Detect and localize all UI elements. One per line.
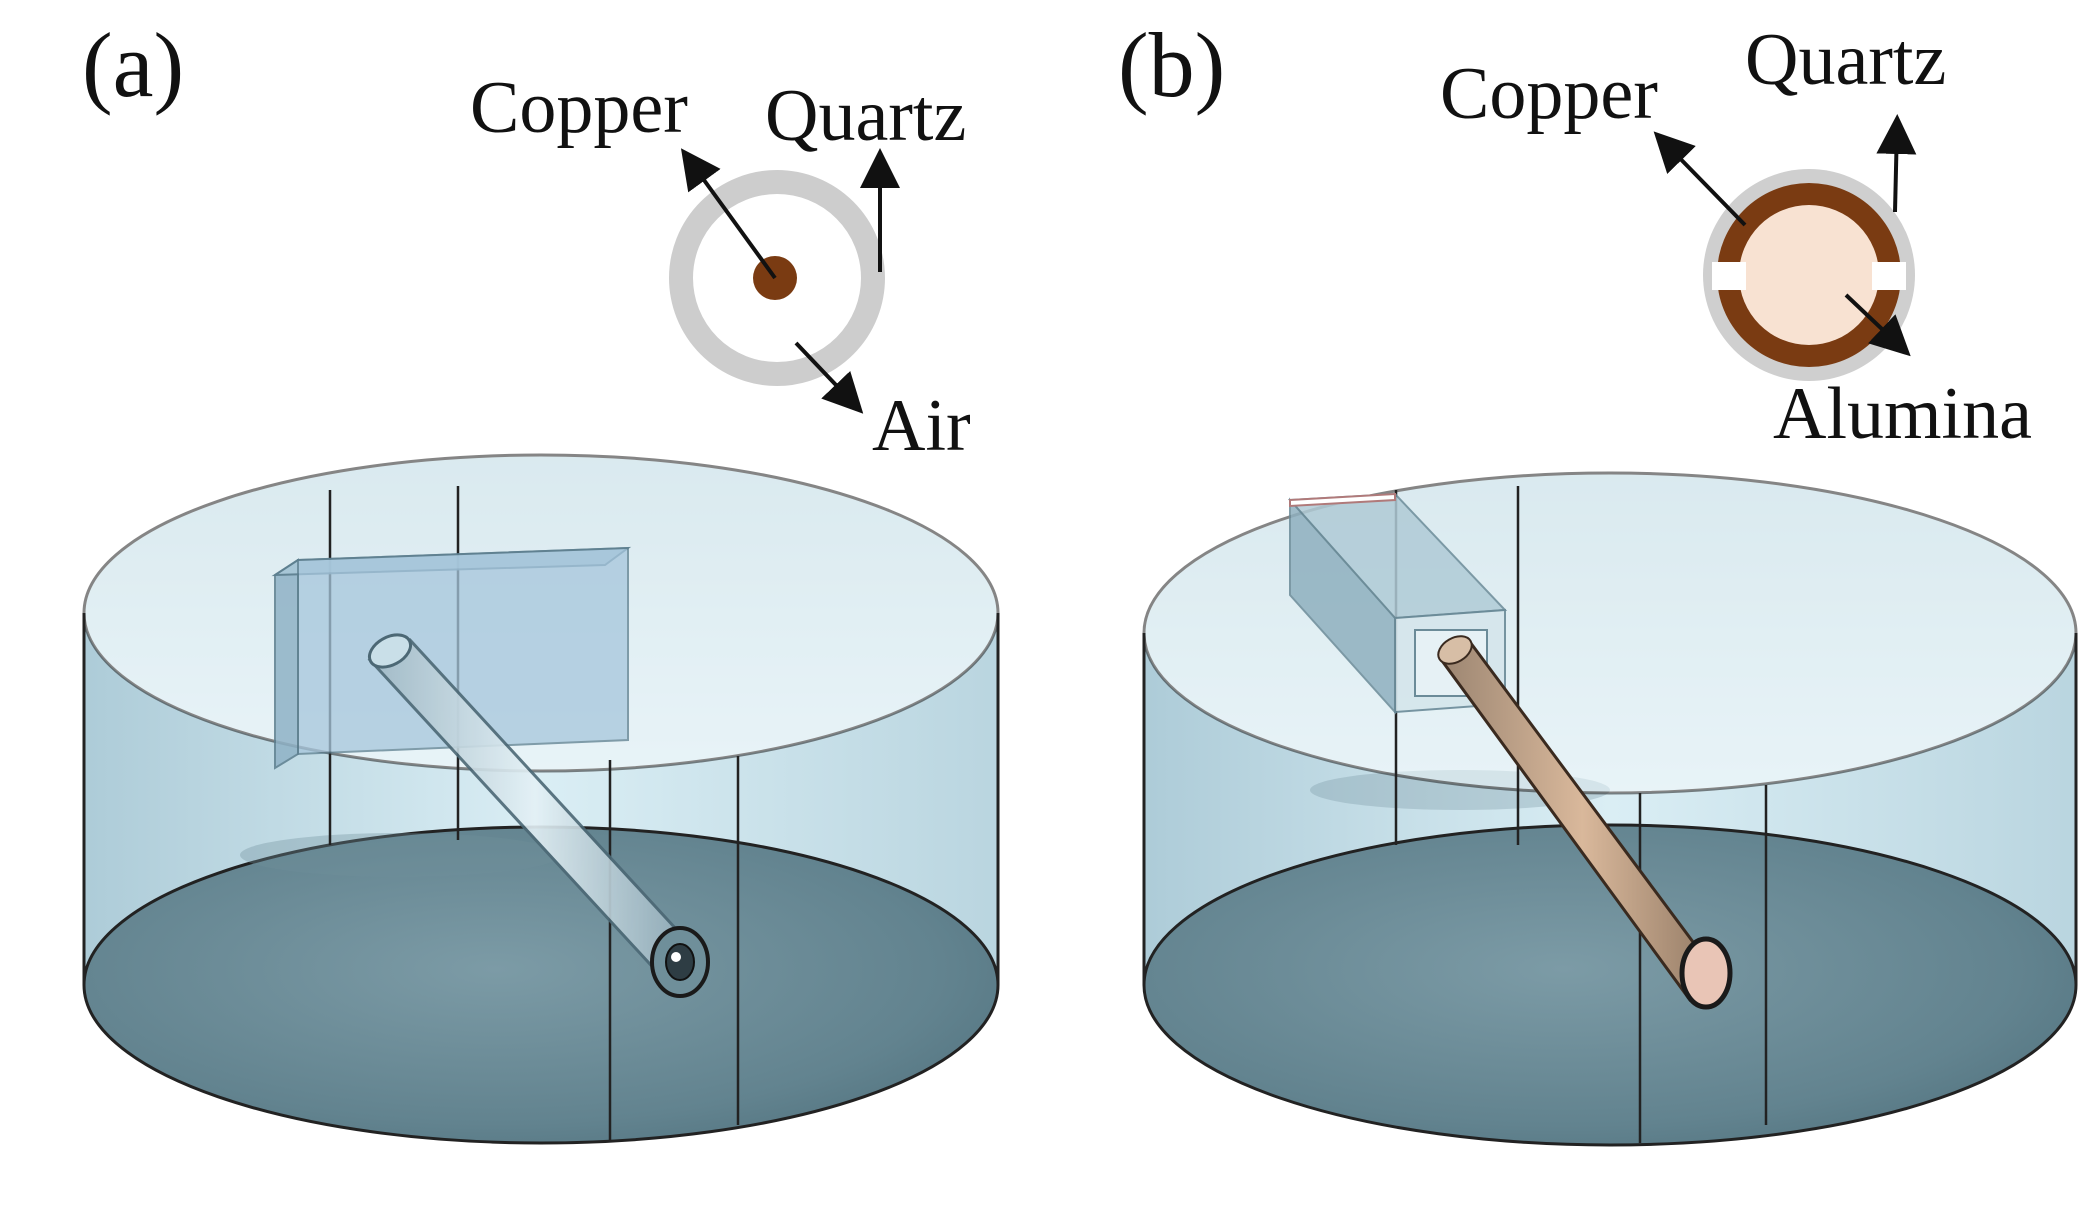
quartz-tube-a (367, 633, 710, 998)
cross-section-a: Copper Quartz Air (470, 67, 971, 467)
cylinder-top-b (1142, 471, 2078, 795)
panel-a-label: (a) (82, 14, 184, 116)
water-cylinder-a (82, 453, 1000, 1145)
quartz-label-b: Quartz (1745, 19, 1946, 101)
copper-label-b: Copper (1440, 53, 1658, 135)
waveguide-block-a (271, 546, 632, 770)
panel-b: (b) Copper Quartz Alumina (1118, 14, 2078, 1147)
water-cylinder-b (1142, 471, 2078, 1147)
copper-arrow-b (1653, 131, 1747, 227)
copper-arrow-a (680, 148, 777, 280)
alumina-label-b: Alumina (1773, 373, 2032, 455)
copper-label-a: Copper (470, 67, 688, 149)
cylinder-floor-a (82, 825, 1000, 1145)
cross-section-b: Copper Quartz Alumina (1440, 19, 2032, 455)
alumina-core-b (1739, 205, 1879, 345)
quartz-ring-a (669, 170, 885, 386)
panel-a: (a) Copper Quartz Air (82, 14, 1000, 1145)
copper-gap-right-b (1872, 262, 1906, 290)
copper-rod-b (1437, 635, 1733, 1010)
copper-gap-left-b (1712, 262, 1746, 290)
air-arrow-a (794, 341, 864, 414)
panel-b-label: (b) (1118, 14, 1225, 116)
alumina-arrow-b (1844, 293, 1911, 357)
quartz-label-a: Quartz (765, 75, 966, 157)
air-label-a: Air (872, 385, 971, 467)
quartz-arrow-b (1876, 114, 1917, 213)
